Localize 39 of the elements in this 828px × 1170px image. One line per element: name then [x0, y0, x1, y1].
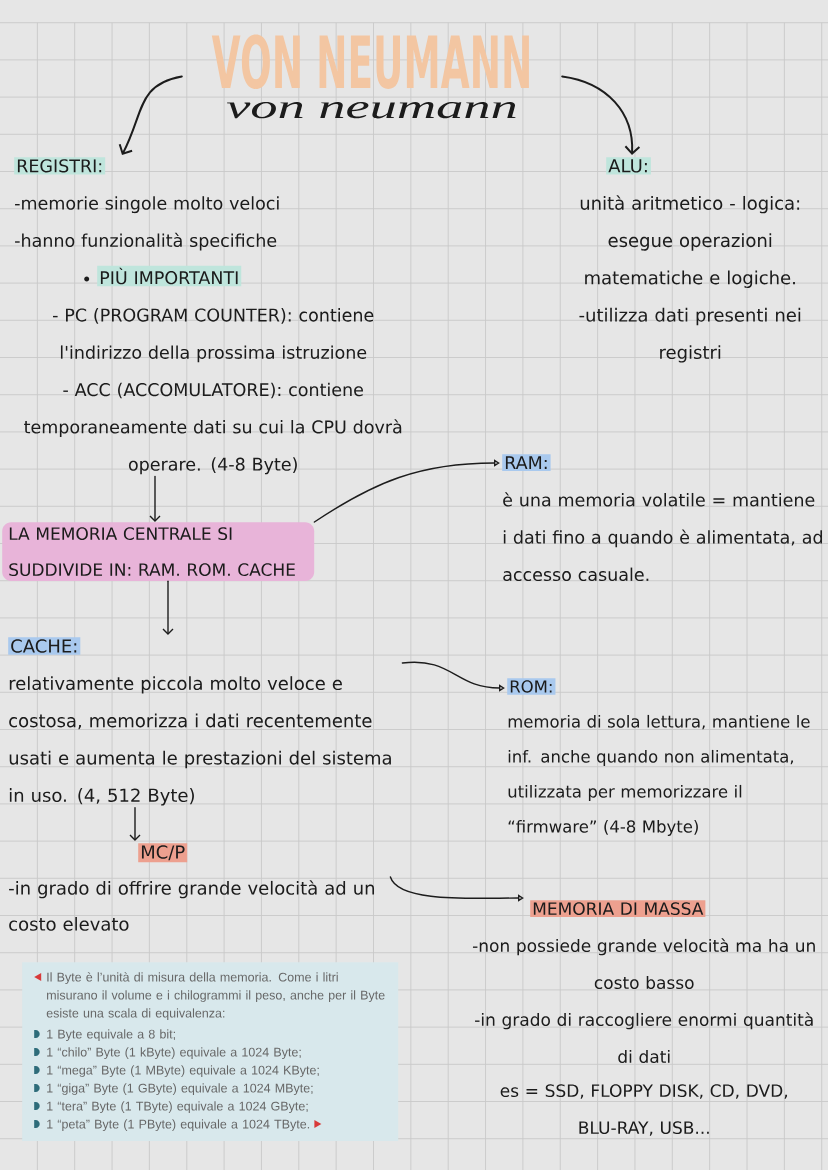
arrow	[149, 475, 161, 522]
highlighted-heading: MEMORIA DI MASSA	[530, 900, 706, 918]
info-text: Il Byte è l’unità di misura della memoria. Come i litri misurano il volume e i chilogrammi il peso, anche per il Byte esiste una scala di equivalenza:	[46, 972, 385, 1020]
note-text: unità aritmetico - logica: esegue operazioni matematiche e logiche.	[580, 195, 800, 288]
note-text: es = SSD, FLOPPY DISK, CD, DVD, BLU-RAY, USB...	[500, 1084, 787, 1136]
note-text: relativamente piccola molto veloce e costosa, memorizza i dati recentemente usati e aumenta le prestazioni del sistema in uso. (4, 512 Byte)	[9, 676, 391, 806]
curved-arrow	[401, 661, 505, 692]
highlighted-heading: ROM:	[507, 678, 556, 695]
info-box	[22, 962, 399, 1141]
list-item: 1 Byte equivale a 8 bit;	[47, 1029, 175, 1041]
highlighted-text: LA MEMORIA CENTRALE SI SUDDIVIDE IN: RAM. ROM. CACHE	[2, 522, 315, 582]
curved-arrow	[118, 75, 183, 155]
list-item: 1 “chilo” Byte (1 kByte) equivale a 1024 Byte;	[47, 1047, 301, 1059]
curved-arrow	[561, 75, 641, 155]
list-item: 1 “peta” Byte (1 PByte) equivale a 1024 TByte.	[47, 1119, 310, 1131]
highlighted-heading: ALU:	[606, 157, 651, 175]
handwritten-title: von neumann	[226, 101, 516, 119]
note-text: è una memoria volatile = mantiene i dati fino a quando è alimentata, ad accesso casuale.	[503, 492, 822, 582]
list-item: 1 “mega” Byte (1 MByte) equivale a 1024 KByte;	[47, 1065, 319, 1077]
list-item: 1 “tera” Byte (1 TByte) equivale a 1024 GByte;	[47, 1101, 308, 1113]
note-text: - PC (PROGRAM COUNTER): contiene l'indirizzo della prossima istruzione	[53, 308, 374, 363]
highlighted-heading: CACHE:	[8, 637, 81, 655]
note-text: - ACC (ACCOMULATORE): contiene temporaneamente dati su cui la CPU dovrà operare. (4-8 Byte)	[24, 382, 402, 475]
note-text: -memorie singole molto veloci	[15, 196, 279, 214]
curved-arrow	[313, 459, 500, 523]
arrow	[129, 807, 141, 841]
curved-arrow	[389, 876, 524, 902]
list-item: 1 “giga” Byte (1 GByte) equivale a 1024 MByte;	[47, 1083, 313, 1095]
arrow	[162, 580, 174, 635]
highlighted-heading: REGISTRI:	[14, 157, 106, 175]
note-text: memoria di sola lettura, mantiene le inf. anche quando non alimentata, utilizzata per memorizzare il “firmware” (4-8 Mbyte)	[508, 714, 810, 836]
highlighted-heading: RAM:	[502, 454, 551, 471]
note-text: -utilizza dati presenti nei registri	[579, 307, 801, 363]
note-text: -non possiede grande velocità ma ha un costo basso	[472, 938, 815, 990]
highlighted-heading: MC/P	[138, 843, 188, 863]
highlighted-heading: PIÙ IMPORTANTI	[97, 265, 242, 287]
note-text: -hanno funzionalità specifiche	[15, 232, 277, 251]
title: VON NEUMANN	[211, 34, 529, 89]
note-text: -in grado di offrire grande velocità ad un costo elevato	[9, 880, 374, 931]
